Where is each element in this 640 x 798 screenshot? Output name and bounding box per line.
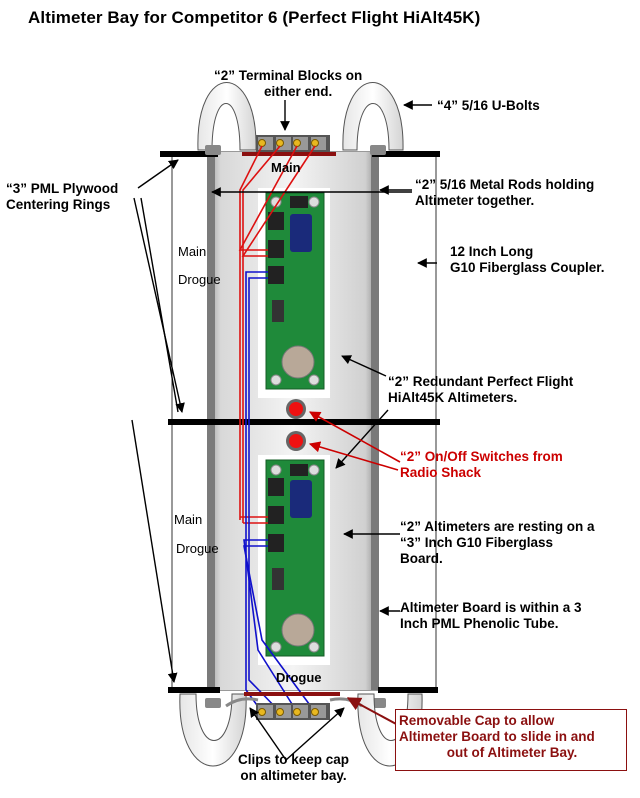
on-off-switch-lower[interactable] [286, 431, 306, 451]
page-title: Altimeter Bay for Competitor 6 (Perfect … [28, 8, 481, 27]
resting-label: “2” Altimeters are resting on a “3” Inch… [400, 519, 595, 566]
terminal-block-bottom [256, 703, 330, 720]
upper-drogue-label: Drogue [178, 272, 221, 287]
main-wires [238, 145, 316, 524]
altimeter-board-lower [258, 455, 330, 665]
lower-drogue-label: Drogue [176, 541, 219, 556]
coupler-label: 12 Inch Long G10 Fiberglass Coupler. [450, 244, 605, 275]
bottom-drogue-label: Drogue [276, 670, 322, 685]
centering-rings-label: “3” PML Plywood Centering Rings [6, 181, 119, 212]
terminal-blocks-label: “2” Terminal Blocks on either end. [214, 68, 363, 99]
phenolic-tube-label: Altimeter Board is within a 3 Inch PML P… [400, 600, 582, 631]
switches-label: “2” On/Off Switches from Radio Shack [400, 449, 563, 480]
removable-cap-label: Removable Cap to allow Altimeter Board t… [399, 713, 595, 760]
upper-main-label: Main [178, 244, 207, 259]
switch-arrows [308, 411, 401, 471]
metal-rods-label: “2” 5/16 Metal Rods holding Altimeter to… [415, 177, 595, 208]
terminal-block-top [256, 135, 330, 152]
cap-arrow [346, 697, 399, 726]
removable-cap-callout [395, 709, 627, 771]
on-off-switch-upper[interactable] [286, 399, 306, 419]
altimeters-label: “2” Redundant Perfect Flight HiAlt45K Al… [388, 374, 574, 405]
u-bolt-top-right [342, 82, 404, 151]
clip-left [225, 697, 259, 708]
altimeter-board-upper [258, 188, 330, 398]
top-main-label: Main [271, 160, 301, 175]
annotation-arrows [131, 100, 437, 761]
u-bolts-label: “4” 5/16 U-Bolts [437, 98, 540, 113]
clips-label: Clips to keep cap on altimeter bay. [238, 752, 350, 783]
lower-main-label: Main [174, 512, 203, 527]
